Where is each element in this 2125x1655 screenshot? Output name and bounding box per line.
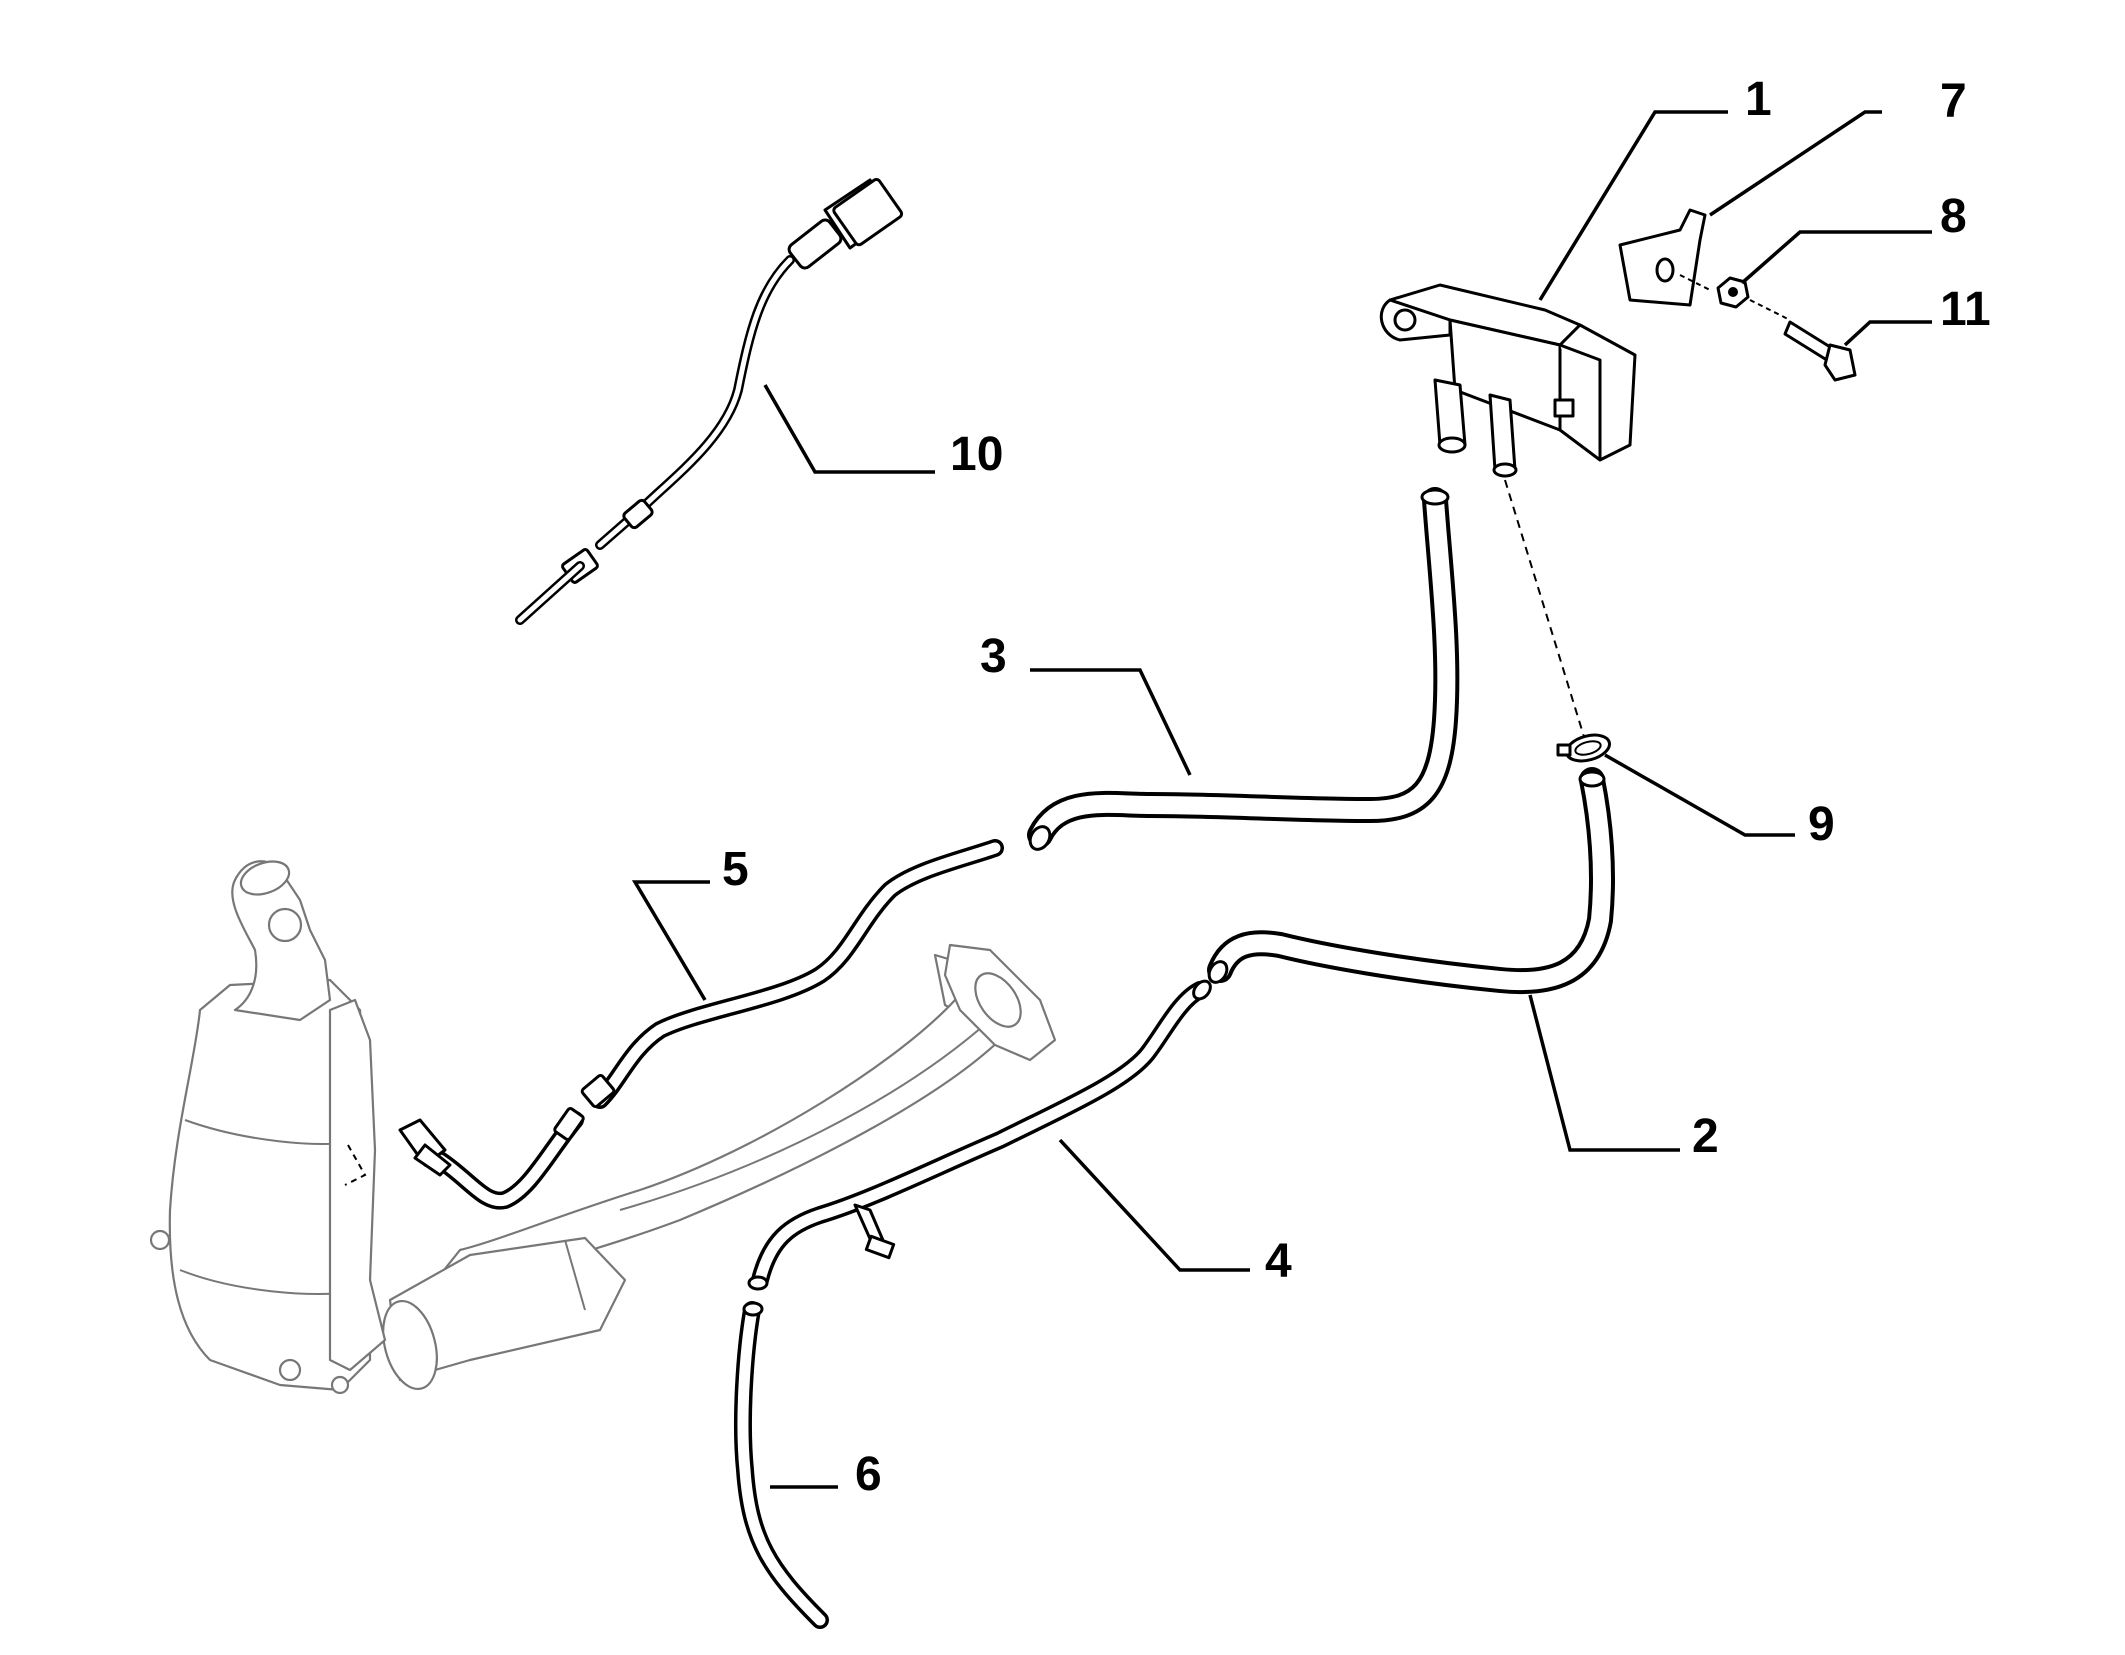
leader-lines [631, 110, 1932, 1489]
callout-9: 9 [1808, 798, 1835, 851]
callout-11: 11 [1940, 283, 1991, 336]
bracket [1618, 208, 1707, 307]
callout-4: 4 [1265, 1235, 1292, 1288]
callout-3: 3 [980, 630, 1007, 683]
callout-5: 5 [722, 843, 749, 896]
pressure-sensor [1379, 283, 1637, 478]
hose-clamp [1556, 733, 1611, 763]
callout-7: 7 [1940, 75, 1967, 128]
callout-2: 2 [1692, 1110, 1719, 1163]
bolt [1783, 320, 1857, 382]
callout-6: 6 [855, 1448, 882, 1501]
temperature-sensor-cable [515, 177, 904, 625]
hose-3 [1027, 487, 1460, 851]
pipe-4 [747, 979, 1212, 1291]
hose-2 [1207, 767, 1615, 995]
callout-8: 8 [1940, 190, 1967, 243]
callout-10: 10 [950, 428, 1003, 481]
exhaust-assembly [149, 860, 1057, 1395]
callout-labels: 1 2 3 4 5 6 7 8 9 10 11 [722, 73, 1991, 1501]
pipe-6 [733, 1301, 829, 1629]
callout-1: 1 [1745, 73, 1772, 126]
pipe-5 [398, 839, 1004, 1210]
nut [1679, 274, 1791, 321]
assembly-guide-line [1504, 479, 1586, 741]
